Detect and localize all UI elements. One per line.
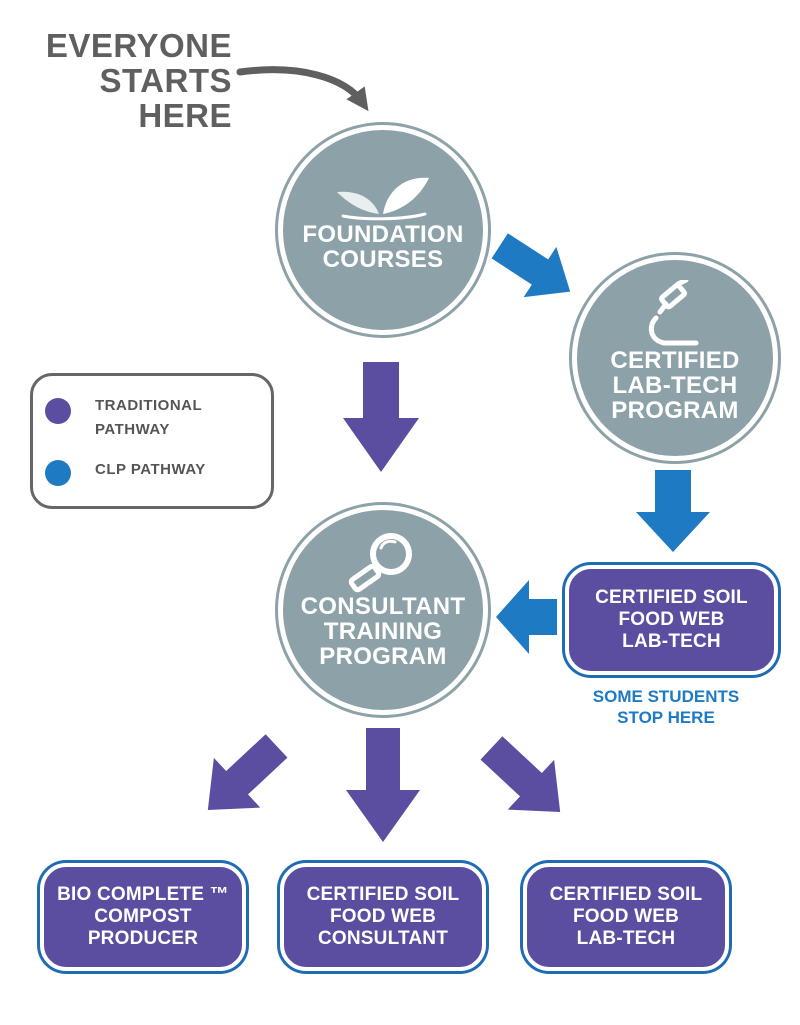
outcome-consultant[interactable]: CERTIFIED SOIL FOOD WEB CONSULTANT: [280, 863, 486, 971]
outcome-lab-tech-clp[interactable]: CERTIFIED SOIL FOOD WEB LAB-TECH: [565, 565, 778, 675]
leaf-icon: [337, 177, 429, 221]
microscope-icon: [648, 280, 699, 346]
legend-dot-clp: [45, 460, 71, 486]
traditional-arrow-foundation-down: [343, 362, 419, 472]
clp-arrow-labtech-down: [636, 470, 710, 552]
foundation-courses-label: FOUNDATION COURSES: [302, 221, 464, 273]
legend-item-traditional: TRADITIONAL PATHWAY: [45, 394, 202, 442]
lab-tech-program-label: CERTIFIED LAB-TECH PROGRAM: [610, 347, 740, 424]
lab-tech-program-node[interactable]: CERTIFIED LAB-TECH PROGRAM: [572, 255, 778, 461]
traditional-arrow-to-consultant: [346, 728, 420, 842]
legend-dot-traditional: [45, 398, 71, 424]
traditional-arrow-to-lab-tech: [480, 736, 561, 813]
outcome-lab-tech[interactable]: CERTIFIED SOIL FOOD WEB LAB-TECH: [523, 863, 729, 971]
traditional-arrow-to-bio-complete: [207, 734, 288, 811]
legend-label-clp: CLP PATHWAY: [95, 461, 206, 478]
legend-label-traditional: TRADITIONAL PATHWAY: [95, 397, 203, 438]
outcome-bio-complete[interactable]: BIO COMPLETE ™ COMPOST PRODUCER: [40, 863, 246, 971]
consultant-training-label: CONSULTANT TRAINING PROGRAM: [300, 593, 466, 670]
stop-note: SOME STUDENTS STOP HERE: [592, 687, 740, 727]
clp-arrow-labtech-to-consultant: [496, 580, 557, 654]
legend: TRADITIONAL PATHWAY CLP PATHWAY: [30, 373, 274, 509]
start-label: EVERYONE STARTS HERE: [45, 27, 232, 134]
consultant-training-node[interactable]: CONSULTANT TRAINING PROGRAM: [278, 505, 488, 715]
foundation-courses-node[interactable]: FOUNDATION COURSES: [278, 125, 488, 335]
start-arrow: [236, 66, 369, 112]
magnifier-icon: [348, 533, 412, 593]
clp-arrow-foundation-to-labtech: [491, 233, 571, 298]
legend-item-clp: CLP PATHWAY: [45, 458, 206, 486]
